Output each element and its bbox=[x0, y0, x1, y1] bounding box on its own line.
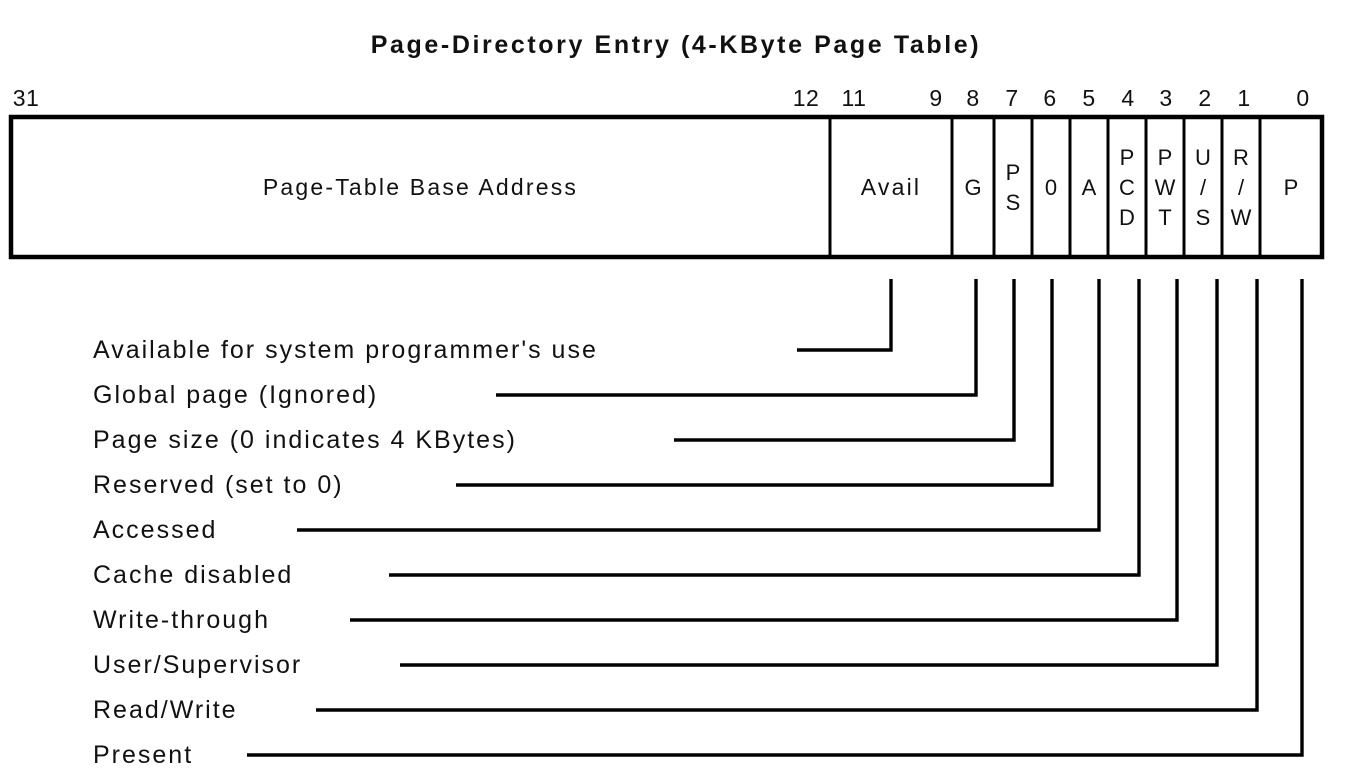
register-cell-label-page-write-through-0: P bbox=[1158, 145, 1173, 170]
register-cell-label-present: P bbox=[1284, 175, 1299, 200]
legend-label-read-write: Read/Write bbox=[93, 696, 238, 724]
register-cell-label-user-supervisor-1: / bbox=[1200, 175, 1207, 200]
register-cell-label-page-write-through-1: W bbox=[1155, 175, 1176, 200]
bit-number-5: 5 bbox=[1082, 85, 1095, 111]
leader-line-global-page-ignored bbox=[496, 279, 978, 397]
leader-line-page-size bbox=[674, 279, 1016, 442]
register-cell-label-page-cache-disable-2: D bbox=[1119, 205, 1135, 230]
leader-line-cache-disabled bbox=[389, 279, 1141, 577]
legend-label-cache-disabled: Cache disabled bbox=[93, 561, 293, 589]
bit-number-11: 11 bbox=[842, 85, 867, 111]
leader-line-accessed bbox=[297, 279, 1101, 532]
bit-number-2: 2 bbox=[1198, 85, 1211, 111]
register-cell-label-accessed: A bbox=[1082, 175, 1097, 200]
register-cell-label-user-supervisor-0: U bbox=[1195, 145, 1211, 170]
register-cell-label-page-size-1: S bbox=[1006, 190, 1021, 215]
register-cell-label-read-write-2: W bbox=[1231, 205, 1252, 230]
legend-label-list: Available for system programmer's useGlo… bbox=[93, 336, 598, 769]
register-cell-page-cache-disable bbox=[1106, 115, 1148, 259]
leader-line-write-through bbox=[350, 279, 1179, 622]
register-cell-label-page-cache-disable-0: P bbox=[1120, 145, 1135, 170]
page-title: Page-Directory Entry (4-KByte Page Table… bbox=[371, 31, 981, 59]
legend-label-write-through: Write-through bbox=[93, 606, 270, 634]
legend-label-reserved-set-to-0: Reserved (set to 0) bbox=[93, 471, 344, 499]
register-outer-border bbox=[8, 114, 1325, 260]
register-cell-label-global: G bbox=[964, 175, 981, 200]
register-cell-label-avail: Avail bbox=[861, 174, 921, 200]
bit-number-12: 12 bbox=[793, 85, 820, 111]
bit-number-7: 7 bbox=[1005, 85, 1018, 111]
bit-number-1: 1 bbox=[1237, 85, 1250, 111]
bit-number-6: 6 bbox=[1043, 85, 1056, 111]
register-cell-page-table-base-address bbox=[9, 115, 832, 259]
register-cell-label-page-cache-disable-1: C bbox=[1119, 175, 1135, 200]
leader-line-reserved-set-to-0 bbox=[456, 279, 1054, 487]
bit-number-4: 4 bbox=[1121, 85, 1134, 111]
legend-label-global-page-ignored: Global page (Ignored) bbox=[93, 381, 378, 409]
register-cell-read-write bbox=[1220, 115, 1262, 259]
register-cell-label-page-size-0: P bbox=[1006, 160, 1021, 185]
bit-number-9: 9 bbox=[929, 85, 942, 111]
bit-number-3: 3 bbox=[1159, 85, 1172, 111]
leader-line-read-write bbox=[316, 279, 1259, 712]
register-cell-label-page-write-through-2: T bbox=[1158, 205, 1171, 230]
leader-line-present bbox=[247, 279, 1304, 757]
register-cell-label-user-supervisor-2: S bbox=[1196, 205, 1211, 230]
register-cell-label-page-table-base-address: Page-Table Base Address bbox=[263, 174, 578, 200]
register-cell-label-reserved: 0 bbox=[1045, 175, 1057, 200]
legend-label-available-for-system-programmers-use: Available for system programmer's use bbox=[93, 336, 598, 364]
leader-lines bbox=[247, 279, 1304, 757]
leader-line-available-for-system-programmers-use bbox=[797, 279, 893, 352]
legend-label-accessed: Accessed bbox=[93, 516, 217, 544]
bit-number-0: 0 bbox=[1296, 85, 1309, 111]
bit-number-31: 31 bbox=[13, 85, 40, 111]
legend-label-user-supervisor: User/Supervisor bbox=[93, 651, 302, 679]
leader-line-user-supervisor bbox=[400, 279, 1219, 667]
bit-number-8: 8 bbox=[966, 85, 979, 111]
register-cell-label-read-write-1: / bbox=[1238, 175, 1245, 200]
legend-label-page-size: Page size (0 indicates 4 KBytes) bbox=[93, 426, 517, 454]
legend-label-present: Present bbox=[93, 741, 193, 769]
register-cell-label-read-write-0: R bbox=[1233, 145, 1249, 170]
register-cell-page-size bbox=[992, 115, 1034, 259]
